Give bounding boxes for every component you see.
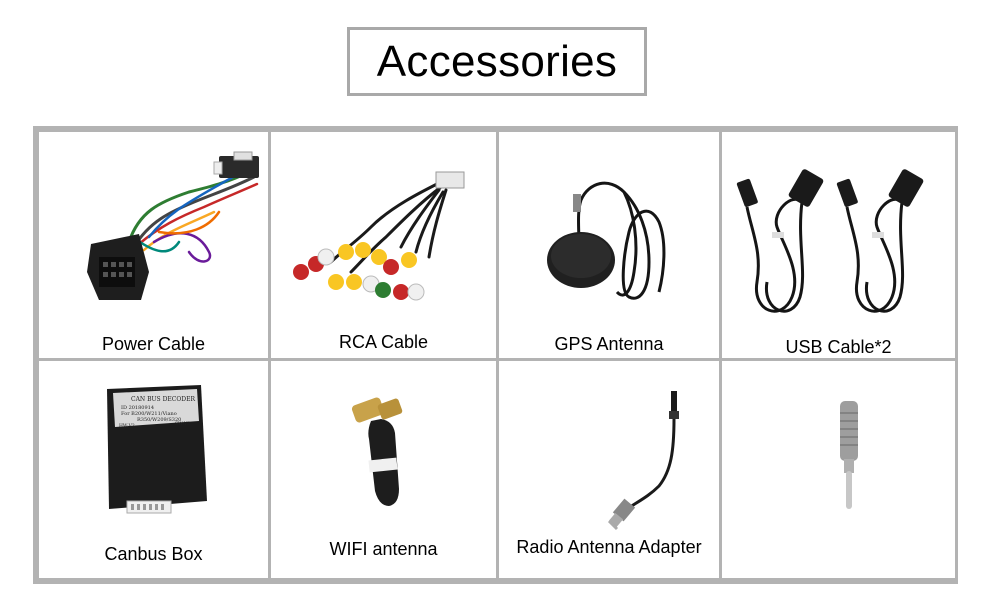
antenna-plug-icon [840, 401, 858, 509]
wifi-antenna-label: WIFI antenna [329, 539, 438, 559]
rca-cable-label: RCA Cable [338, 332, 429, 352]
accessory-cell-canbus-box: CAN BUS DECODER ID 20180914 For B200/W21… [39, 361, 268, 578]
gps-antenna-icon [547, 181, 666, 300]
rca-cable-icon [293, 171, 465, 301]
canbus-box-icon: CAN BUS DECODER ID 20180914 For B200/W21… [107, 385, 207, 514]
canbus-box-label-line-6: SW:V3 [175, 421, 190, 427]
canbus-box-label-line-1: CAN BUS DECODER [131, 396, 195, 403]
accessory-cell-wifi-antenna: WIFI antenna [271, 361, 496, 578]
radio-antenna-adapter-icon [607, 391, 679, 531]
accessory-cell-radio-antenna-adapter: Radio Antenna Adapter [499, 361, 719, 578]
accessory-cell-rca-cable: RCA Cable [271, 132, 496, 358]
canbus-box-label-line-3: For B200/W211/Viano [121, 411, 177, 417]
usb-cable-icon [736, 169, 924, 313]
canbus-box-label: Canbus Box [104, 544, 203, 564]
accessory-cell-gps-antenna: GPS Antenna [499, 132, 719, 358]
power-cable-harness-icon [87, 151, 259, 300]
canbus-box-label-line-5: HW:V2 [119, 423, 135, 429]
wifi-antenna-icon [351, 397, 403, 506]
accessories-grid: Power Cable RCA Cable [33, 126, 958, 584]
accessory-cell-antenna-plug [722, 361, 955, 578]
canbus-box-label-line-4: R350/W209/S320 [137, 417, 181, 423]
power-cable-label: Power Cable [101, 334, 206, 354]
page-title: Accessories [347, 27, 647, 96]
accessory-cell-usb-cable: USB Cable*2 [722, 132, 955, 358]
radio-antenna-adapter-label: Radio Antenna Adapter [516, 537, 702, 557]
accessory-cell-power-cable: Power Cable [39, 132, 268, 358]
canbus-box-label-line-2: ID 20180914 [121, 405, 154, 411]
gps-antenna-label: GPS Antenna [554, 334, 664, 354]
usb-cable-label: USB Cable*2 [785, 337, 892, 357]
